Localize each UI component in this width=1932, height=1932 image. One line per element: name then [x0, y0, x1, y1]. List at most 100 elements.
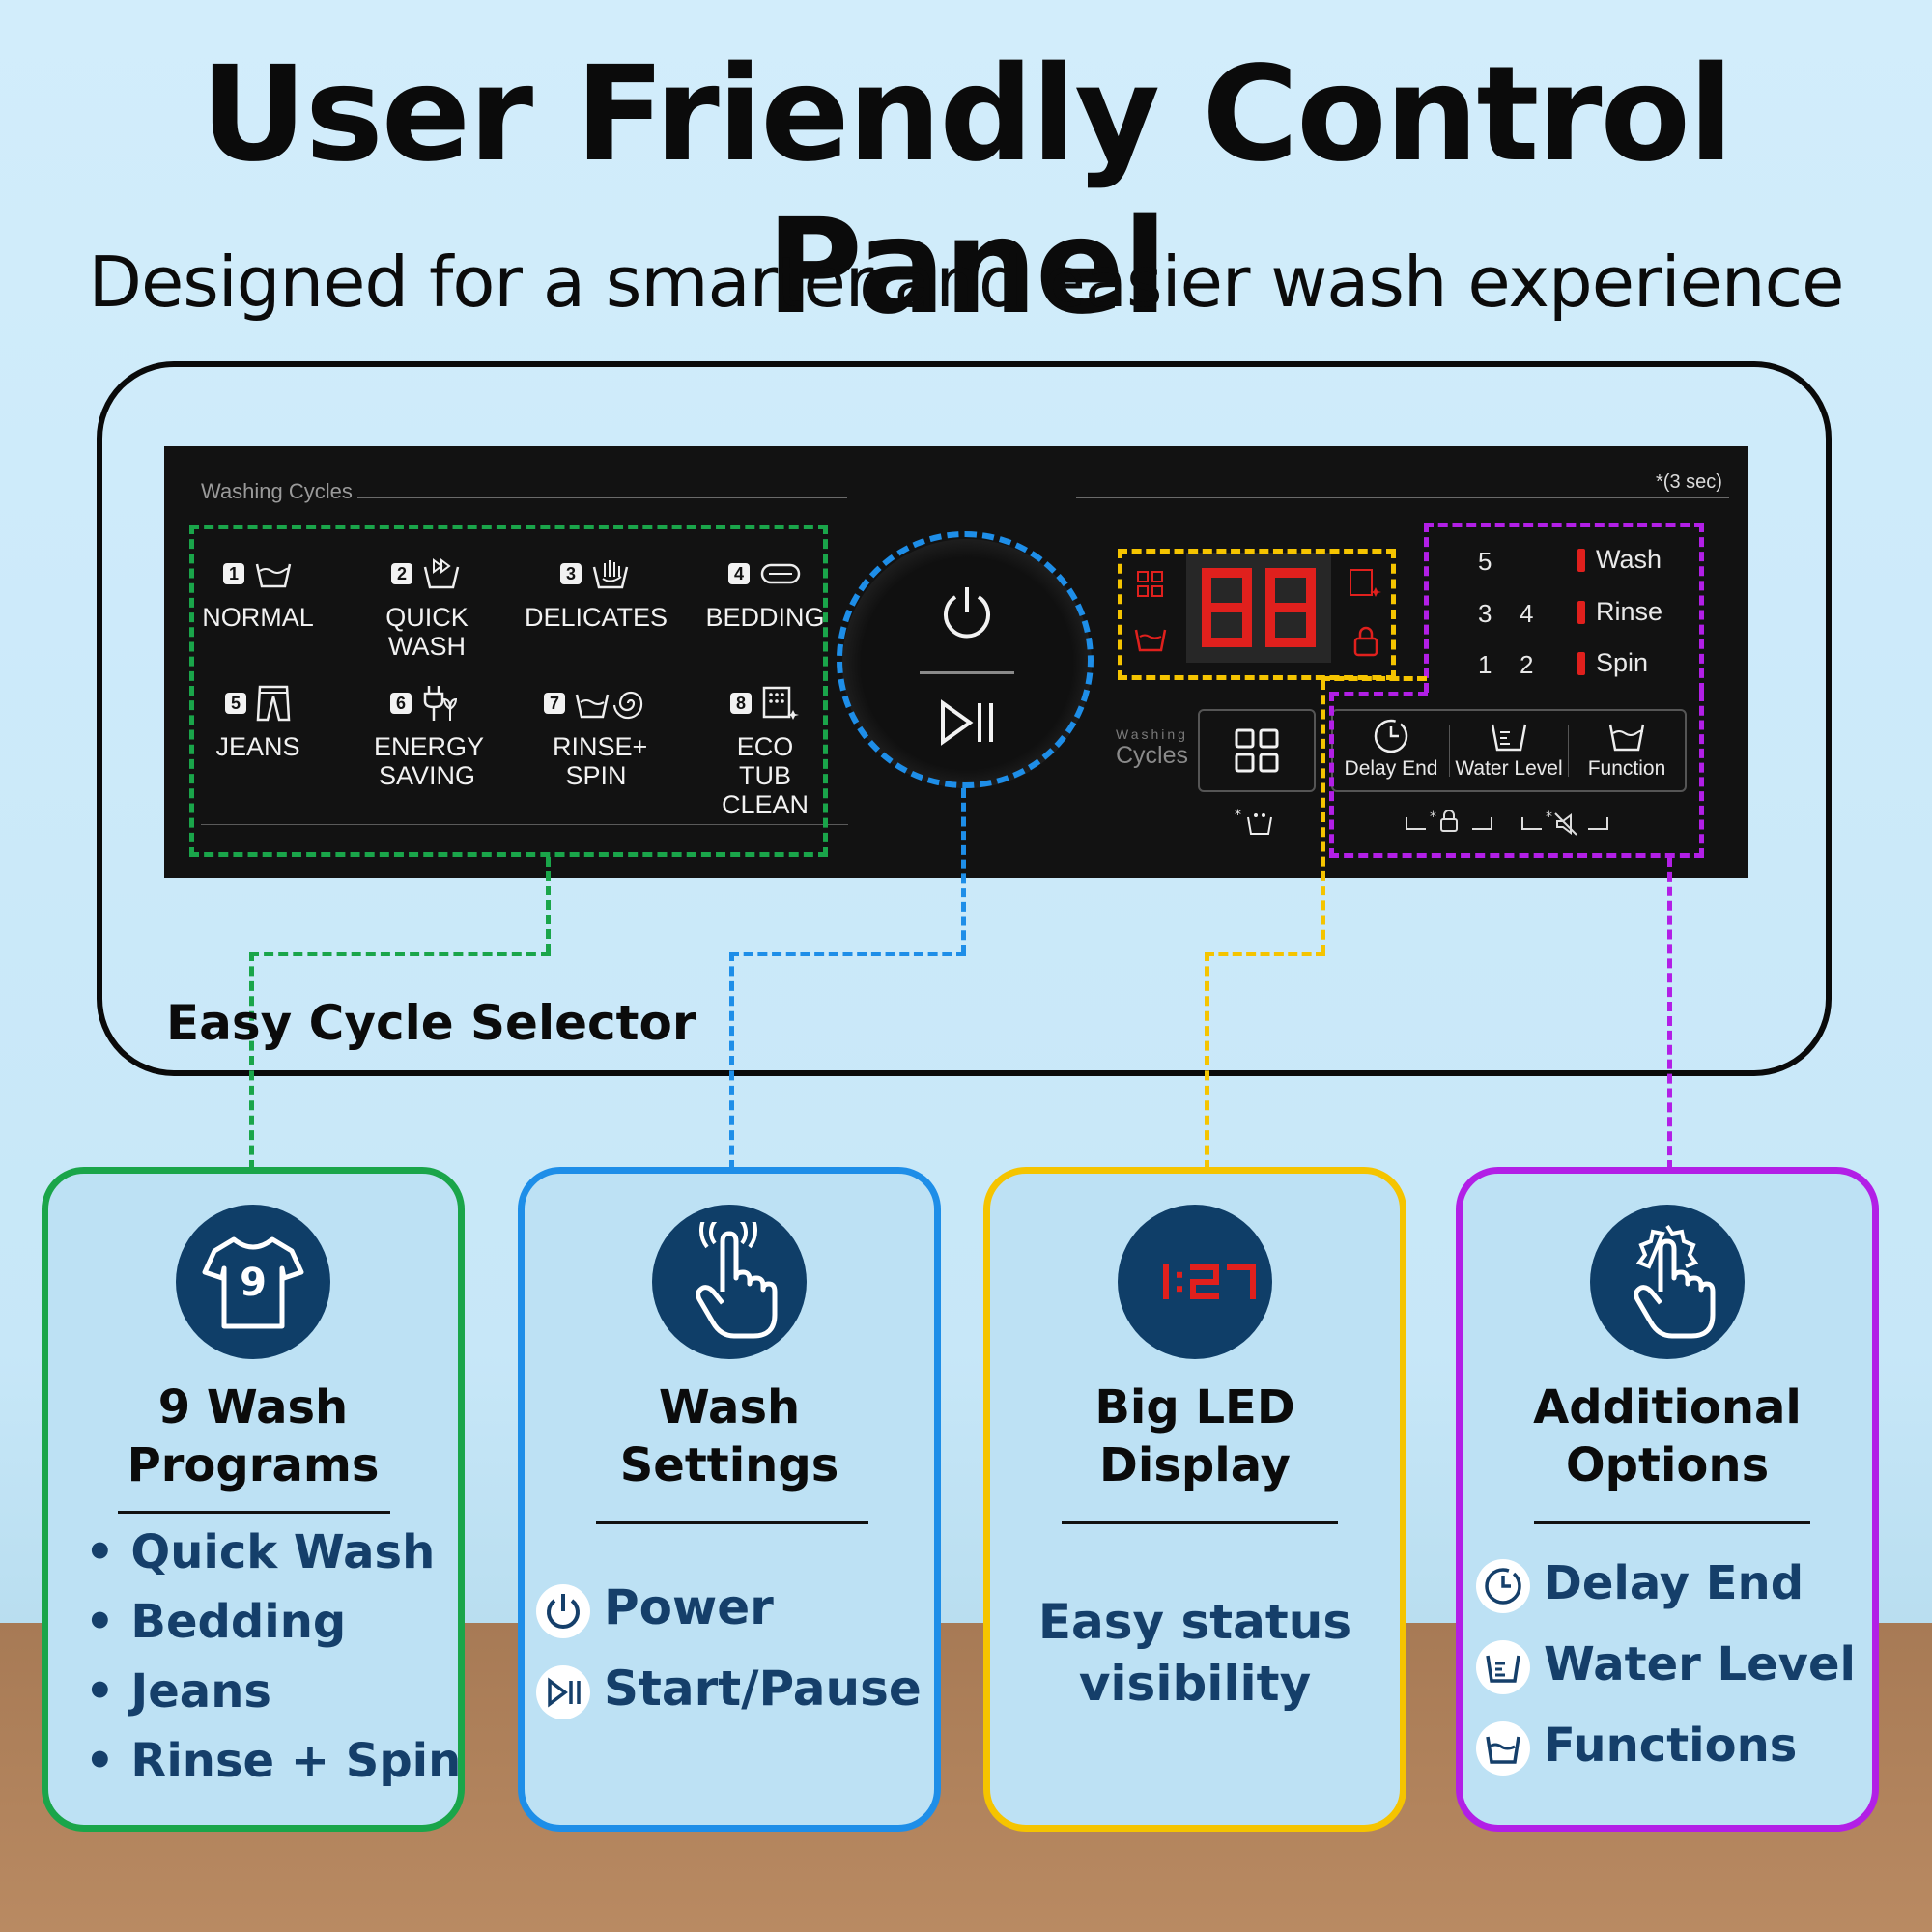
led-segment — [1265, 568, 1316, 578]
level-2: 2 — [1520, 650, 1534, 679]
options-highlight-bottom — [1329, 692, 1704, 858]
led-segment — [1202, 568, 1252, 578]
child-lock-icon: * — [1406, 810, 1492, 832]
jeans-icon — [256, 685, 291, 722]
led-segment — [1242, 568, 1252, 608]
level-4: 4 — [1520, 599, 1534, 628]
function-button[interactable]: Function — [1569, 711, 1685, 790]
cycle-button-delicates[interactable]: 3 DELICATES — [514, 553, 678, 632]
cycle-button-rinse-spin[interactable]: 7 RINSE+ SPIN — [514, 682, 678, 790]
hand-wash-icon — [592, 560, 629, 589]
eco-tub-icon — [1350, 569, 1381, 597]
washing-small-label: Washing — [1116, 726, 1188, 742]
eco-tub-icon — [762, 686, 799, 720]
cycle-button-energy-saving[interactable]: 6 ENERGY SAVING — [345, 682, 509, 790]
divider — [357, 497, 847, 498]
cycle-label: NORMAL — [202, 603, 314, 632]
svg-text:*: * — [1235, 808, 1241, 823]
child-lock-hint: * — [1405, 808, 1493, 840]
led-segment — [1163, 1282, 1169, 1299]
basin-icon — [1608, 724, 1645, 752]
basin-icon — [255, 563, 292, 588]
cycle-button-quick-wash[interactable]: 2 QUICK WASH — [345, 553, 509, 661]
cycle-button-jeans[interactable]: 5 JEANS — [176, 682, 340, 761]
rinse-spin-icon — [575, 691, 643, 720]
cycle-number: 2 — [391, 563, 412, 584]
water-level-button[interactable]: Water Level — [1450, 711, 1568, 790]
connector-line — [1667, 858, 1672, 1170]
list-item-start-pause: Start/Pause — [536, 1661, 922, 1719]
divider — [201, 824, 848, 825]
led-segment — [1190, 1293, 1219, 1299]
cycle-button-eco-tub-clean[interactable]: 8 ECO TUB CLEAN — [683, 682, 847, 819]
tub-clean-icon: * — [1235, 808, 1272, 835]
cycles-small-label: Cycles — [1116, 742, 1189, 769]
connector-line — [249, 952, 551, 956]
delay-end-label: Delay End — [1344, 757, 1438, 780]
rinse-led — [1577, 601, 1585, 624]
led-segment — [1213, 1264, 1219, 1282]
led-segment — [1242, 608, 1252, 647]
water-level-icon — [1491, 724, 1527, 752]
list-item-delay-end: Delay End — [1476, 1556, 1804, 1613]
colon-dot — [1177, 1286, 1182, 1293]
led-segment — [1227, 1264, 1256, 1270]
touch-hand-icon — [696, 1222, 778, 1339]
energy-plug-icon — [423, 686, 458, 721]
led-segment — [1202, 568, 1211, 608]
water-level-label: Water Level — [1455, 757, 1563, 780]
wash-status-icon — [1136, 570, 1165, 603]
wash-led — [1577, 549, 1585, 572]
cycle-button-normal[interactable]: 1 NORMAL — [176, 553, 340, 632]
connector-line — [546, 857, 551, 953]
led-highlight — [1118, 549, 1396, 680]
led-segment — [1265, 568, 1275, 608]
stage-wash: Wash — [1596, 545, 1662, 574]
led-segment — [1306, 568, 1316, 608]
colon-dot — [1177, 1271, 1182, 1278]
page-title: User Friendly Control Panel — [200, 39, 1733, 344]
divider — [1076, 497, 1729, 498]
led-segment — [1202, 603, 1252, 612]
clock-icon — [1476, 1559, 1530, 1613]
connector-line — [249, 952, 254, 1170]
child-lock-led-area — [1349, 568, 1381, 603]
connector-line — [1329, 692, 1428, 696]
list-item-functions: Functions — [1476, 1719, 1797, 1776]
divider — [1568, 724, 1569, 777]
panel-frame — [97, 361, 1832, 1076]
icon-circle: 9 — [176, 1205, 330, 1359]
icon-circle — [1118, 1205, 1272, 1359]
stage-spin: Spin — [1596, 648, 1649, 677]
frame-label: Easy Cycle Selector — [166, 995, 696, 1051]
clock-icon — [1374, 719, 1408, 753]
connector-line — [729, 952, 966, 956]
connector-line — [1205, 952, 1325, 956]
cycle-selector-highlight — [189, 525, 828, 857]
led-segment — [1163, 1264, 1169, 1282]
led-segment — [1265, 608, 1275, 647]
cycle-number: 8 — [730, 693, 752, 714]
washing-cycles-button[interactable] — [1198, 709, 1316, 792]
divider — [596, 1521, 868, 1524]
list-item: • Quick Wash — [85, 1525, 436, 1579]
basin-icon — [1476, 1721, 1530, 1776]
divider — [1534, 1521, 1810, 1524]
options-highlight-top — [1424, 523, 1704, 693]
cycle-button-bedding[interactable]: 4 BEDDING — [683, 553, 847, 632]
led-segment — [1265, 638, 1316, 647]
svg-text:*: * — [1430, 810, 1436, 825]
dial-highlight — [837, 531, 1094, 788]
cycle-number: 4 — [728, 563, 750, 584]
cycle-number: 1 — [223, 563, 244, 584]
led-segment — [1202, 608, 1211, 647]
delay-end-button[interactable]: Delay End — [1333, 711, 1449, 790]
led-segment — [1190, 1279, 1219, 1285]
